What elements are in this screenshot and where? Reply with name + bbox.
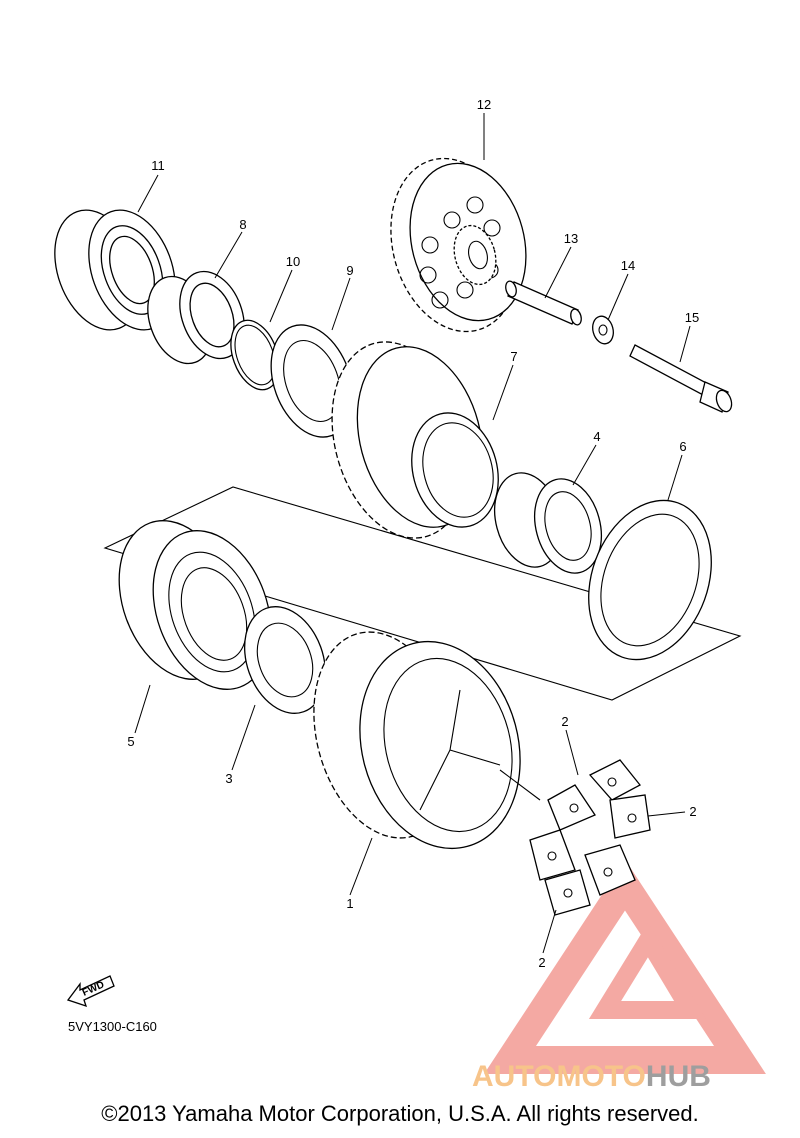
part-8-sleeve [147, 270, 245, 365]
part-14-washer [592, 315, 614, 345]
callout-2-top: 2 [561, 714, 568, 729]
callouts: 11 8 10 9 12 13 14 15 7 4 6 5 3 1 2 2 2 [127, 97, 699, 970]
part-5-one-way-clutch [118, 520, 272, 690]
part-15-bolt [629, 344, 733, 413]
part-1-housing [313, 631, 541, 850]
part-13-shaft [505, 280, 582, 326]
watermark-text: AUTOMOTOHUB [472, 1060, 711, 1093]
watermark-logo [484, 859, 766, 1074]
callout-10: 10 [286, 254, 300, 269]
part-3-washer [243, 606, 327, 714]
copyright-text: ©2013 Yamaha Motor Corporation, U.S.A. A… [101, 1101, 699, 1126]
part-11-bearing [54, 209, 176, 331]
callout-15: 15 [685, 310, 699, 325]
callout-14: 14 [621, 258, 635, 273]
fwd-arrow-icon: FWD [66, 975, 115, 1008]
callout-2-bottom: 2 [538, 955, 545, 970]
callout-9: 9 [346, 263, 353, 278]
callout-13: 13 [564, 231, 578, 246]
callout-1: 1 [346, 896, 353, 911]
callout-2-right: 2 [689, 804, 696, 819]
diagram-code: 5VY1300-C160 [68, 1019, 157, 1034]
callout-12: 12 [477, 97, 491, 112]
callout-3: 3 [225, 771, 232, 786]
part-7-gear-assembly [331, 341, 499, 539]
callout-11: 11 [151, 158, 165, 173]
callout-5: 5 [127, 734, 134, 749]
part-2-dampers [529, 759, 651, 916]
callout-4: 4 [593, 429, 600, 444]
part-12-gear [390, 157, 527, 333]
callout-8: 8 [239, 217, 246, 232]
watermark-part2: HUB [646, 1060, 711, 1093]
callout-6: 6 [679, 439, 686, 454]
part-6-plate [588, 499, 712, 661]
leader-lines [134, 113, 691, 954]
watermark-part1: AUTOMOTO [472, 1060, 646, 1093]
part-4-collar [494, 472, 602, 574]
callout-7: 7 [510, 349, 517, 364]
